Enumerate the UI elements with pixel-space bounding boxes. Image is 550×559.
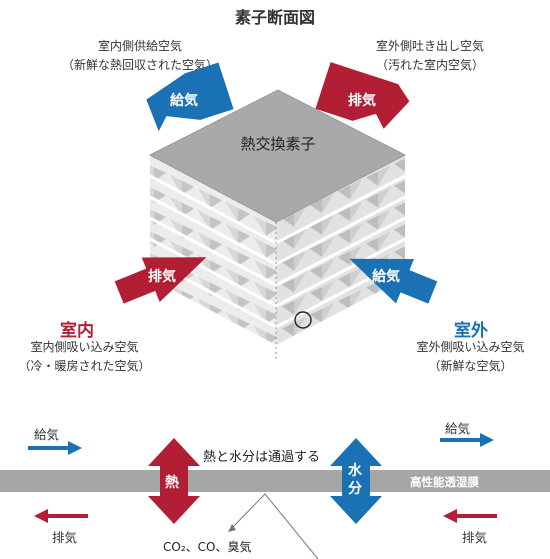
supply-arrow-bottom-right [349,258,438,304]
blocked-label: CO₂、CO、臭気 [163,540,252,554]
arrow-label-supply-top: 給気 [170,93,198,109]
element-label: 熱交換素子 [240,135,316,153]
water-arrow [330,438,382,524]
flow-arrow-supply-left [28,441,82,455]
highlight-circle [294,311,312,329]
arrow-label-exhaust-top: 排気 [348,93,376,109]
outdoor-caption: 室外側吸い込み空気 （新鮮な空気） [416,340,525,373]
exhaust-arrow-top-right [315,62,410,129]
water-label: 水 分 [348,463,362,497]
indoor-caption: 室内側吸い込み空気 （冷・暖房された空気） [18,340,151,373]
exhaust-arrow-bottom-left [114,257,207,304]
arrow-label-exhaust-bottom: 排気 [148,269,176,285]
heat-label: 熱 [165,475,179,491]
flow-arrow-exhaust-left [34,509,88,523]
outdoor-title: 室外 [454,321,488,341]
blocked-deflect-line [229,493,319,559]
top-left-caption: 室内側供給空気 （新鮮な熱回収された空気） [61,39,218,72]
flow-arrow-supply-right [440,433,494,447]
arrow-label-supply-bottom: 給気 [372,269,400,285]
membrane-supply-right: 給気 [445,421,471,436]
membrane-bar [0,470,550,492]
membrane-exhaust-right: 排気 [462,530,488,545]
block-top-face [148,89,407,223]
diagram-title: 素子断面図 [234,8,315,27]
indoor-title: 室内 [60,321,94,341]
top-right-caption: 室外側吐き出し空気 （汚れた室内空気） [375,39,484,72]
membrane-exhaust-left: 排気 [52,530,78,545]
flow-arrow-exhaust-right [443,509,497,523]
membrane-label: 高性能透湿膜 [410,475,479,489]
heat-arrow [148,438,200,524]
supply-arrow-top-left [146,62,234,132]
membrane-supply-left: 給気 [34,427,60,442]
pass-text: 熱と水分は通過する [203,450,321,465]
